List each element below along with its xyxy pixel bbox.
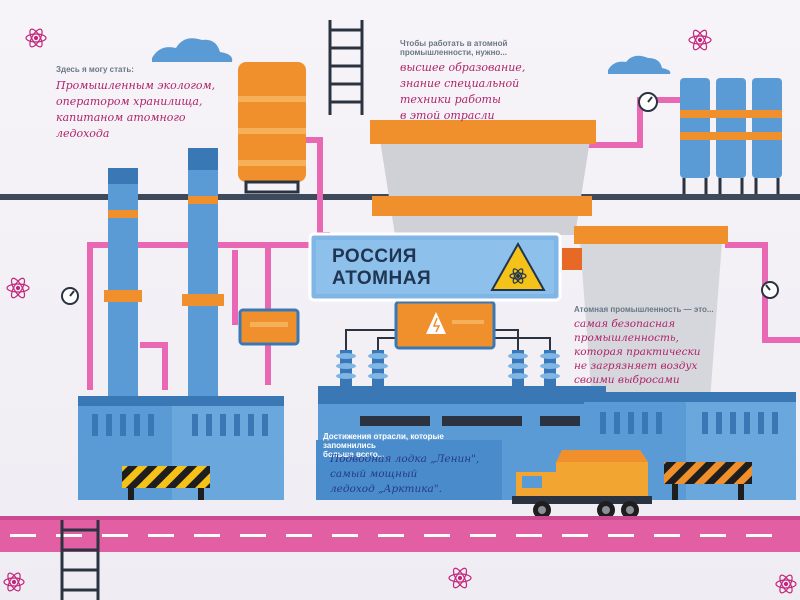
requirements-line: в этой отрасли [400,108,495,122]
main-sign-title: РОССИЯ АТОМНАЯ [332,246,431,290]
main-sign-line-2: АТОМНАЯ [332,268,432,289]
industry-line: своими выбросами [574,373,680,386]
achievements-title-2: больше всего... [323,450,385,459]
factory-right [584,392,796,500]
gauge-icon [61,92,779,305]
high-voltage-icon [394,300,496,350]
section-industry-text: самая безопасная промышленность, которая… [574,317,754,387]
section-jobs-text: Промышленным экологом, оператором хранил… [56,78,246,142]
atom-icon [3,28,797,594]
radiation-icon [490,241,546,291]
section-requirements-title-2: промышленности, нужно... [400,47,507,57]
main-sign-line-1: РОССИЯ [332,246,417,267]
section-jobs: Здесь я могу стать: Промышленным эколого… [56,65,246,142]
requirements-line: высшее образование, [400,60,526,74]
section-achievements-title: Достижения отрасли, которые запомнились … [323,432,498,459]
control-panel [238,308,300,346]
water-tower [238,62,306,194]
cooling-tower-1 [370,120,596,235]
ladder-top [328,20,364,115]
section-requirements-title-1: Чтобы работать в атомной [400,39,508,48]
section-industry-title: Атомная промышленность — это... [574,305,714,314]
achievements-line: Подводная лодка „Ленин", [330,453,480,465]
section-industry: Атомная промышленность — это... самая бе… [574,305,754,387]
jobs-line: капитаном атомного [56,110,186,124]
industry-line: промышленность, [574,331,679,344]
jobs-line: ледохода [56,126,110,140]
requirements-line: техники работы [400,92,501,106]
achievements-title-1: Достижения отрасли, которые запомнились [323,432,444,450]
road [0,516,800,552]
transformer-station [316,329,606,500]
industry-line: не загрязняет воздух [574,359,698,372]
chimneys-left [104,148,224,398]
achievements-line: ледоход „Арктика". [330,483,442,495]
achievements-line: самый мощный [330,468,418,480]
jobs-line: оператором хранилища, [56,94,203,108]
section-jobs-title: Здесь я могу стать: [56,65,134,74]
jobs-line: Промышленным экологом, [56,78,216,92]
section-requirements-text: высшее образование, знание специальной т… [400,60,590,124]
section-requirements: Чтобы работать в атомной промышленности,… [400,39,590,124]
cooling-tower-2 [562,226,728,400]
industry-line: которая практически [574,345,701,358]
cloud-icon [152,38,671,74]
industry-line: самая безопасная [574,317,676,330]
storage-tanks [680,78,782,194]
dump-truck-icon [512,450,652,519]
requirements-line: знание специальной [400,76,520,90]
factory-left [78,396,284,500]
ladder-bottom [60,520,100,600]
section-achievements-text: Подводная лодка „Ленин", самый мощный ле… [330,452,500,497]
